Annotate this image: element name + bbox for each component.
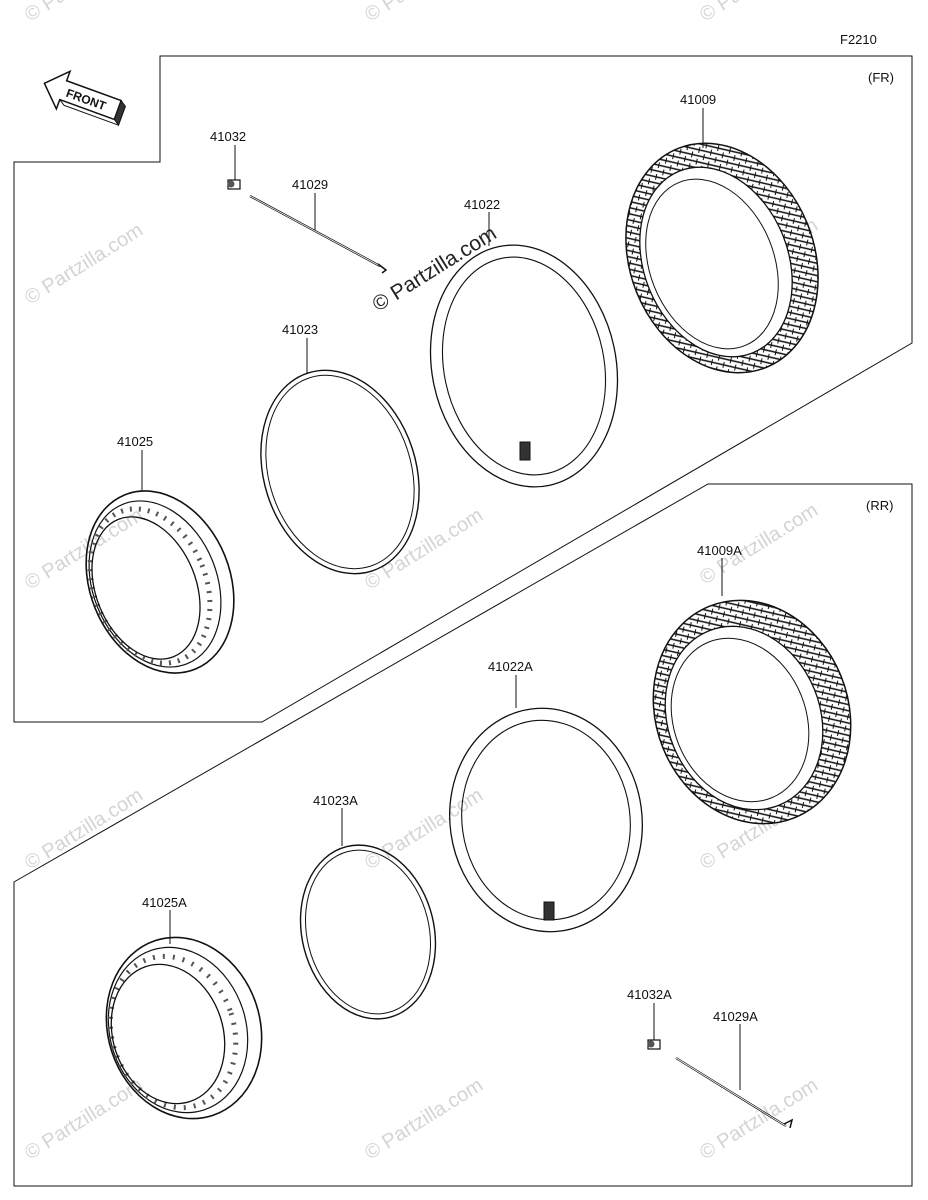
part-label-41022A: 41022A	[488, 659, 533, 674]
watermark: © Partzilla.com	[21, 219, 147, 309]
watermark: © Partzilla.com	[361, 504, 487, 594]
part-label-41025: 41025	[117, 434, 153, 449]
front-section-frame	[13, 55, 913, 723]
rear-spoke	[675, 1057, 794, 1129]
part-label-41029: 41029	[292, 177, 328, 192]
part-label-41025A: 41025A	[142, 895, 187, 910]
watermark: © Partzilla.com	[21, 1074, 147, 1164]
watermark: © Partzilla.com	[696, 1074, 822, 1164]
front-direction-arrow: FRONT	[43, 69, 126, 127]
front-rim	[85, 490, 235, 674]
front-spoke	[249, 195, 388, 274]
part-label-41032: 41032	[210, 129, 246, 144]
part-label-41022: 41022	[464, 197, 500, 212]
rear-rim	[105, 936, 263, 1120]
watermark: © Partzilla.com	[361, 784, 487, 874]
watermark: © Partzilla.com	[21, 784, 147, 874]
part-label-41023A: 41023A	[313, 793, 358, 808]
figure-code: F2210	[840, 32, 877, 47]
part-label-41023: 41023	[282, 322, 318, 337]
front-tube	[429, 244, 619, 488]
watermark: © Partzilla.com	[361, 1074, 487, 1164]
front-section-label: (FR)	[868, 70, 894, 85]
front-tire	[625, 142, 819, 374]
watermark: © Partzilla.com	[696, 0, 822, 26]
front-valve	[227, 179, 241, 190]
part-label-41009: 41009	[680, 92, 716, 107]
rear-section-label: (RR)	[866, 498, 893, 513]
watermark-main: © Partzilla.com	[368, 222, 500, 316]
part-label-41009A: 41009A	[697, 543, 742, 558]
front-rim-band	[260, 369, 420, 575]
rear-rim-band	[299, 844, 437, 1020]
watermark: © Partzilla.com	[361, 0, 487, 26]
watermark: © Partzilla.com	[21, 0, 147, 26]
rear-tube	[449, 707, 643, 933]
part-label-41029A: 41029A	[713, 1009, 758, 1024]
rear-tire	[652, 599, 852, 825]
part-label-41032A: 41032A	[627, 987, 672, 1002]
watermark: © Partzilla.com	[21, 504, 147, 594]
rear-valve	[647, 1039, 661, 1050]
rear-section-frame	[13, 483, 913, 1187]
